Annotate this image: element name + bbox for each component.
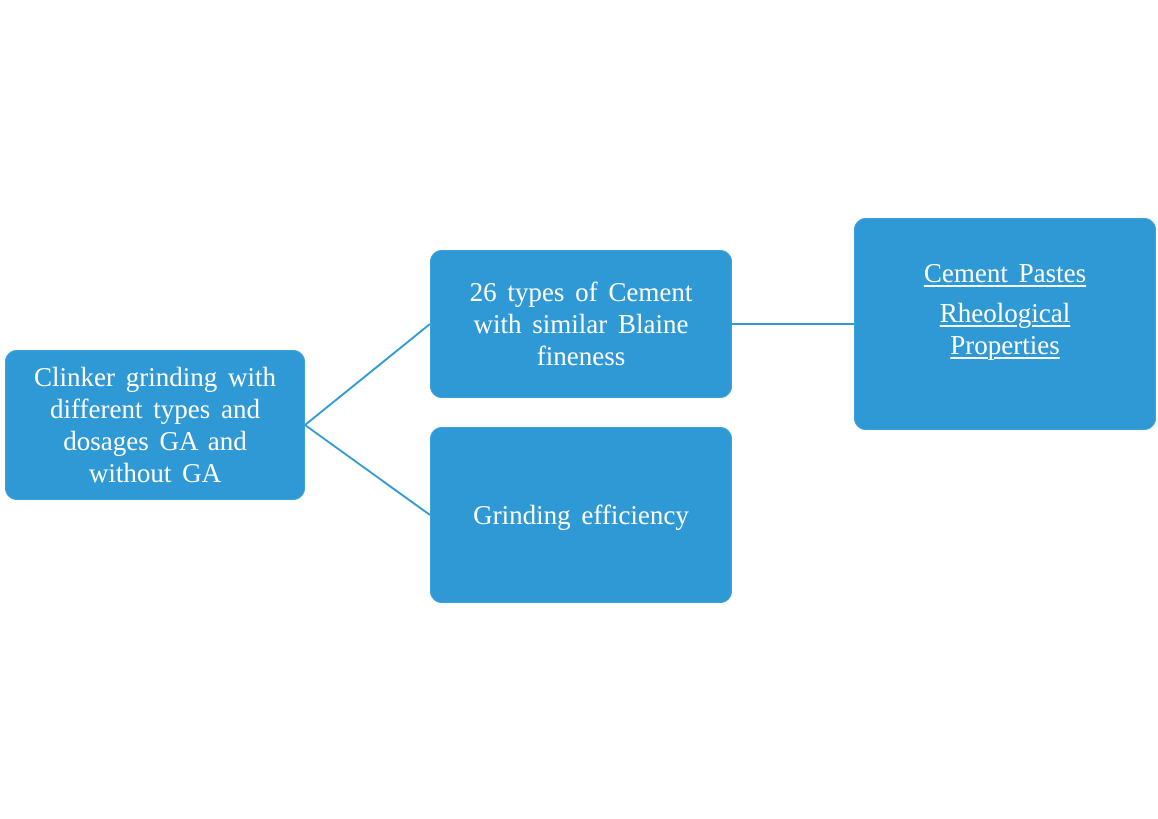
node-rheological-properties: Cement Pastes Rheological Properties [854,218,1156,430]
node-cement-types-line-1: 26 types of Cement [469,277,693,307]
node-grinding-efficiency: Grinding efficiency [430,427,732,603]
node-rheology-line-2: Properties [950,330,1060,360]
node-cement-types: 26 types of Cement with similar Blaine f… [430,250,732,398]
node-grinding-efficiency-label: Grinding efficiency [473,500,689,530]
node-clinker-grinding-line-1: Clinker grinding with [34,362,276,392]
node-clinker-grinding-line-3: dosages GA and [63,426,247,456]
connector-source-to-grinding-efficiency [304,424,431,516]
node-clinker-grinding-line-2: different types and [50,394,260,424]
node-clinker-grinding: Clinker grinding with different types an… [5,350,305,500]
node-rheology-title: Cement Pastes [923,258,1087,288]
connector-source-to-cement-types [304,323,431,426]
node-cement-types-line-2: with similar Blaine [473,309,689,339]
node-cement-types-line-3: fineness [536,341,626,371]
node-rheology-line-1: Rheological [939,298,1071,328]
node-clinker-grinding-line-4: without GA [88,458,222,488]
